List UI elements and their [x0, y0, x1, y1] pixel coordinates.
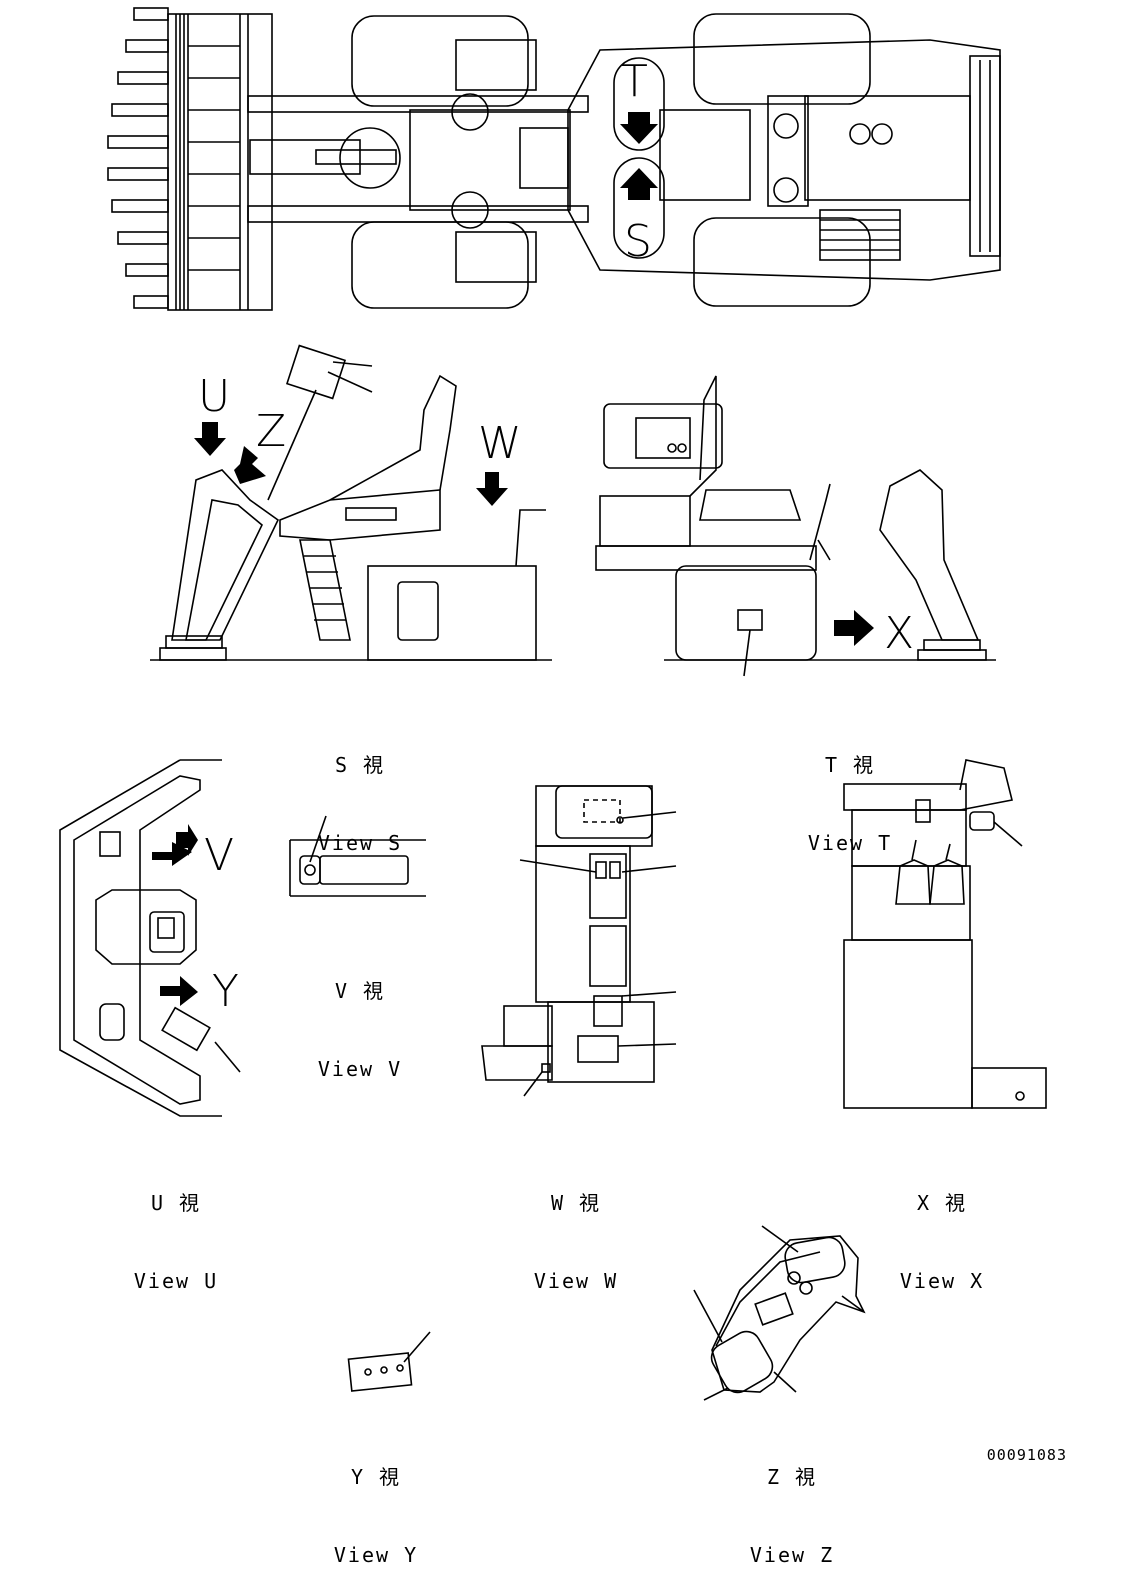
view-indicator-s [613, 157, 665, 259]
caption-view-z: Z 視 View Z [732, 1412, 852, 1594]
caption-view-v-jp: V 視 [334, 979, 386, 1003]
caption-view-s: S 視 View S [300, 700, 420, 882]
rear-tires [693, 13, 871, 307]
view-u-drawing [59, 759, 241, 1117]
caption-view-t: T 視 View T [790, 700, 910, 882]
arrow-letter-w: W [478, 418, 522, 469]
view-v-drawing [289, 815, 426, 897]
view-y-drawing [347, 1331, 431, 1392]
arrow-letter-z: Z [256, 406, 287, 457]
caption-view-z-en: View Z [749, 1543, 835, 1567]
caption-view-t-jp: T 視 [824, 753, 876, 777]
caption-view-y-jp: Y 視 [350, 1465, 402, 1489]
caption-view-x: X 視 View X [882, 1138, 1002, 1320]
caption-view-t-en: View T [807, 831, 893, 855]
arrow-letter-y: Y [212, 966, 239, 1017]
caption-view-x-en: View X [899, 1269, 985, 1293]
caption-view-u: U 視 View U [116, 1138, 236, 1320]
caption-view-s-en: View S [317, 831, 403, 855]
view-indicator-t [613, 57, 665, 151]
view-z-drawing [693, 1225, 866, 1401]
caption-view-x-jp: X 視 [916, 1191, 968, 1215]
arrow-letter-u: U [198, 371, 231, 422]
lift-arms [247, 95, 589, 223]
bucket [107, 7, 273, 311]
caption-view-u-jp: U 視 [150, 1191, 202, 1215]
caption-view-w: W 視 View W [516, 1138, 636, 1320]
caption-view-w-jp: W 視 [550, 1191, 602, 1215]
caption-view-w-en: View W [533, 1269, 619, 1293]
view-s-drawing [150, 344, 552, 661]
front-frame [409, 93, 571, 229]
caption-view-y: Y 視 View Y [316, 1412, 436, 1594]
view-w-drawing [481, 785, 677, 1097]
caption-view-v: V 視 View V [300, 926, 420, 1108]
rear-frame [567, 39, 1001, 281]
parts-diagram-canvas [59, 7, 1047, 1401]
caption-view-u-en: View U [133, 1269, 219, 1293]
caption-view-v-en: View V [317, 1057, 403, 1081]
top-view-s-letter: S [624, 216, 652, 267]
top-view-t-letter: T [621, 56, 648, 107]
view-t-drawing [595, 375, 996, 677]
loader-top-view [107, 7, 1001, 311]
arrow-letter-v: V [204, 830, 235, 881]
arrow-letter-x: X [884, 608, 915, 659]
view-x-drawing [843, 759, 1047, 1109]
caption-view-y-en: View Y [333, 1543, 419, 1567]
caption-view-s-jp: S 視 [334, 753, 386, 777]
caption-view-z-jp: Z 視 [766, 1465, 818, 1489]
drawing-number: 00091083 [986, 1446, 1067, 1464]
front-tires [351, 15, 537, 309]
